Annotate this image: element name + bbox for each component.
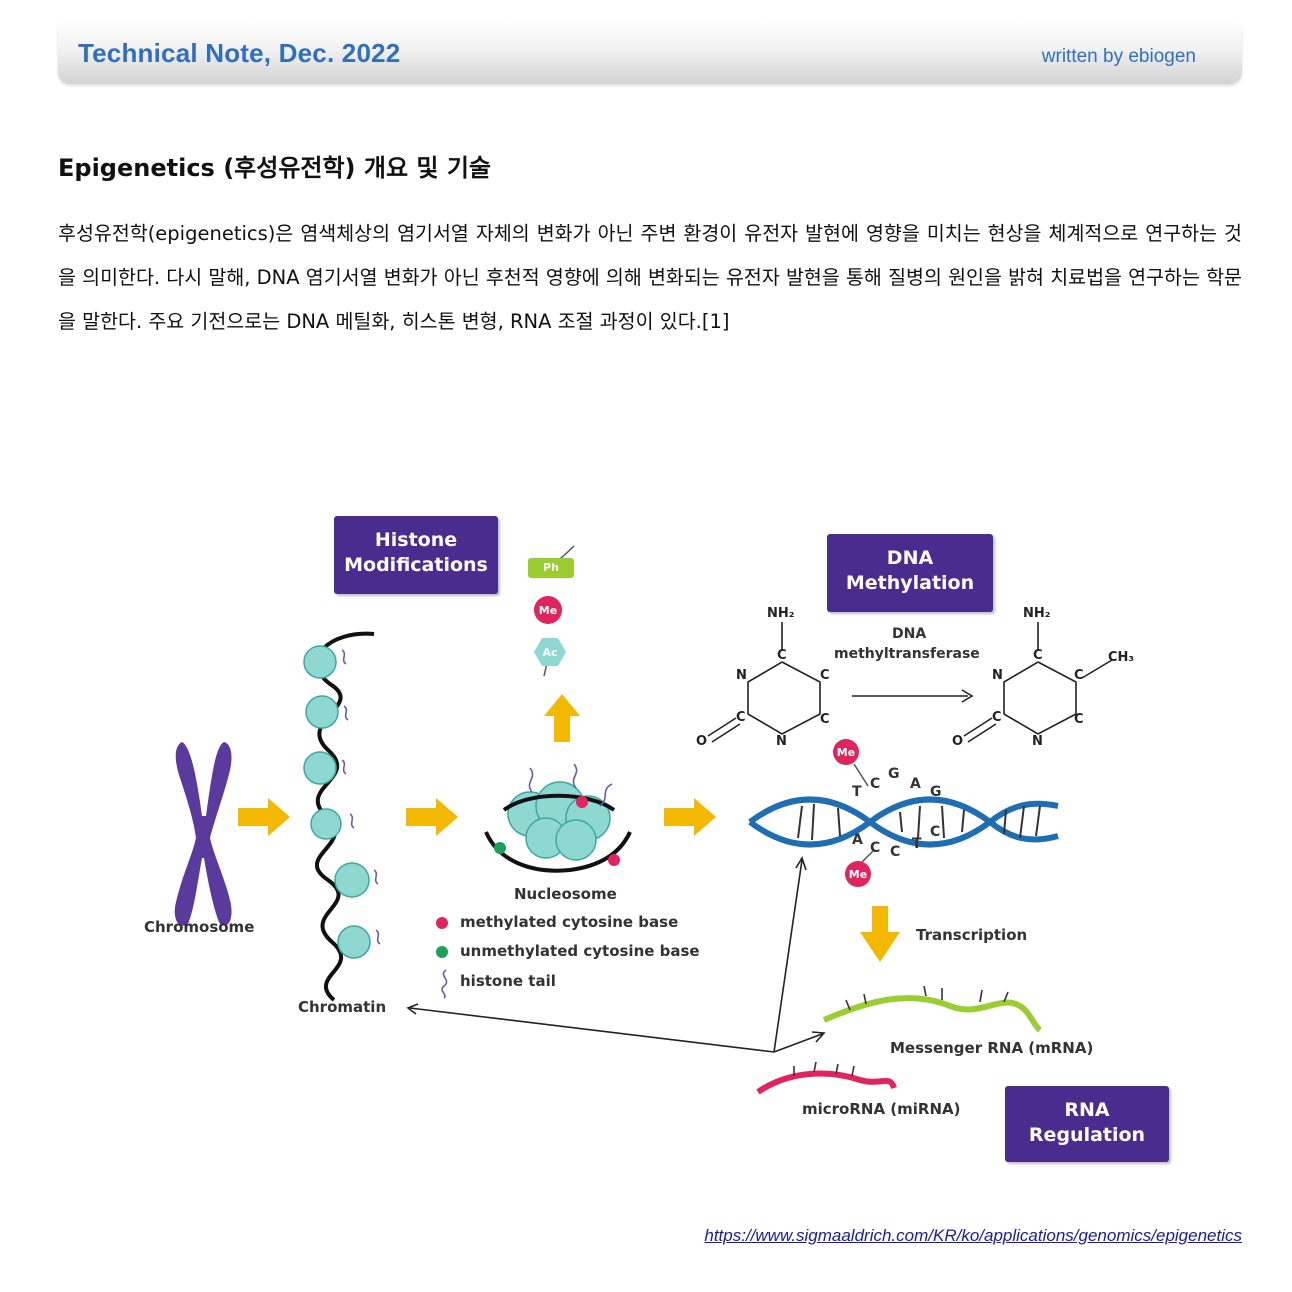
nucleosome-shape [484,763,632,873]
nh2-left: NH₂ [767,606,795,621]
c6-right: C [1074,712,1084,727]
nh2-right: NH₂ [1023,606,1051,621]
histone-modifications-badge: Histone Modifications [334,516,498,594]
base-top-4: G [930,784,942,800]
base-bottom-0: A [852,832,863,848]
cytosine-structures [707,622,1113,743]
o-right: O [952,734,964,749]
legend-unmethylated: unmethylated cytosine base [460,942,700,960]
legend-histone-tail: histone tail [460,972,556,990]
base-bottom-2: C [890,844,901,860]
dna-me-bottom-label: Me [848,868,868,881]
n1-left: N [776,734,787,749]
base-top-1: C [870,776,881,792]
histone-badge-line1: Histone [374,529,458,551]
source-link[interactable]: https://www.sigmaaldrich.com/KR/ko/appli… [704,1226,1242,1245]
dna-helix [748,796,1059,848]
arrow-transcription [860,906,900,962]
n3-right: N [992,668,1003,683]
ch3-right: CH₃ [1108,650,1135,665]
c5-right: C [1074,668,1084,683]
flow-arrows [238,694,900,962]
enzyme-label-line2: methyltransferase [834,646,980,662]
ph-label: Ph [543,561,559,574]
dna-me-top-label: Me [836,746,856,759]
figure-drawing [174,545,1113,1095]
histone-badge-line2: Modifications [344,554,488,576]
c2-left: C [736,710,746,725]
arrow-chromatin-to-nucleosome [406,798,458,836]
base-top-3: A [910,776,921,792]
chromatin-fiber [303,631,381,1002]
me-label: Me [538,604,558,617]
legend-methylated: methylated cytosine base [460,913,679,931]
dna-badge-line1: DNA [886,547,934,569]
feedback-arrows [406,856,826,1053]
o-left: O [696,734,708,749]
arrow-nucleosome-to-histone [544,694,580,742]
c4-right: C [1033,648,1043,663]
rna-strands [756,985,1042,1095]
base-top-2: G [888,766,900,782]
chromosome-shape [174,742,232,926]
ac-label: Ac [542,646,558,659]
header-author: written by ebiogen [1041,46,1196,67]
dna-me-tags [833,739,875,887]
header-title: Technical Note, Dec. 2022 [78,38,401,68]
transcription-label: Transcription [916,926,1028,944]
mirna-label: microRNA (miRNA) [802,1100,961,1118]
intro-paragraph: 후성유전학(epigenetics)은 염색체상의 염기서열 자체의 변화가 아… [58,222,1242,333]
chromosome-label: Chromosome [144,918,255,936]
arrow-nucleosome-to-dna [664,798,716,836]
epigenetics-figure: Ph Me Ac Me Me Histone Modifications DNA… [130,510,1180,1170]
page-title: Epigenetics (후성유전학) 개요 및 기술 [58,154,491,182]
c5-left: C [820,668,830,683]
arrow-chromosome-to-chromatin [238,798,290,836]
c2-right: C [992,710,1002,725]
legend-markers [436,917,448,999]
rna-badge-line2: Regulation [1028,1124,1146,1146]
base-top-0: T [852,784,862,800]
dna-badge-line2: Methylation [845,572,975,594]
mrna-label: Messenger RNA (mRNA) [890,1039,1094,1057]
header-bar: Technical Note, Dec. 2022 written by ebi… [58,20,1242,84]
n3-left: N [736,668,747,683]
histone-modifications [528,545,575,677]
rna-regulation-badge: RNA Regulation [1005,1086,1169,1162]
c4-left: C [777,648,787,663]
enzyme-label-line1: DNA [892,626,927,642]
base-bottom-1: C [870,840,881,856]
rna-badge-line1: RNA [1064,1099,1110,1121]
c6-left: C [820,712,830,727]
nucleosome-label: Nucleosome [514,885,617,903]
base-bottom-4: C [930,824,941,840]
chromatin-label: Chromatin [298,998,387,1016]
n1-right: N [1032,734,1043,749]
base-bottom-3: T [912,836,922,852]
dna-methylation-badge: DNA Methylation [827,534,993,612]
